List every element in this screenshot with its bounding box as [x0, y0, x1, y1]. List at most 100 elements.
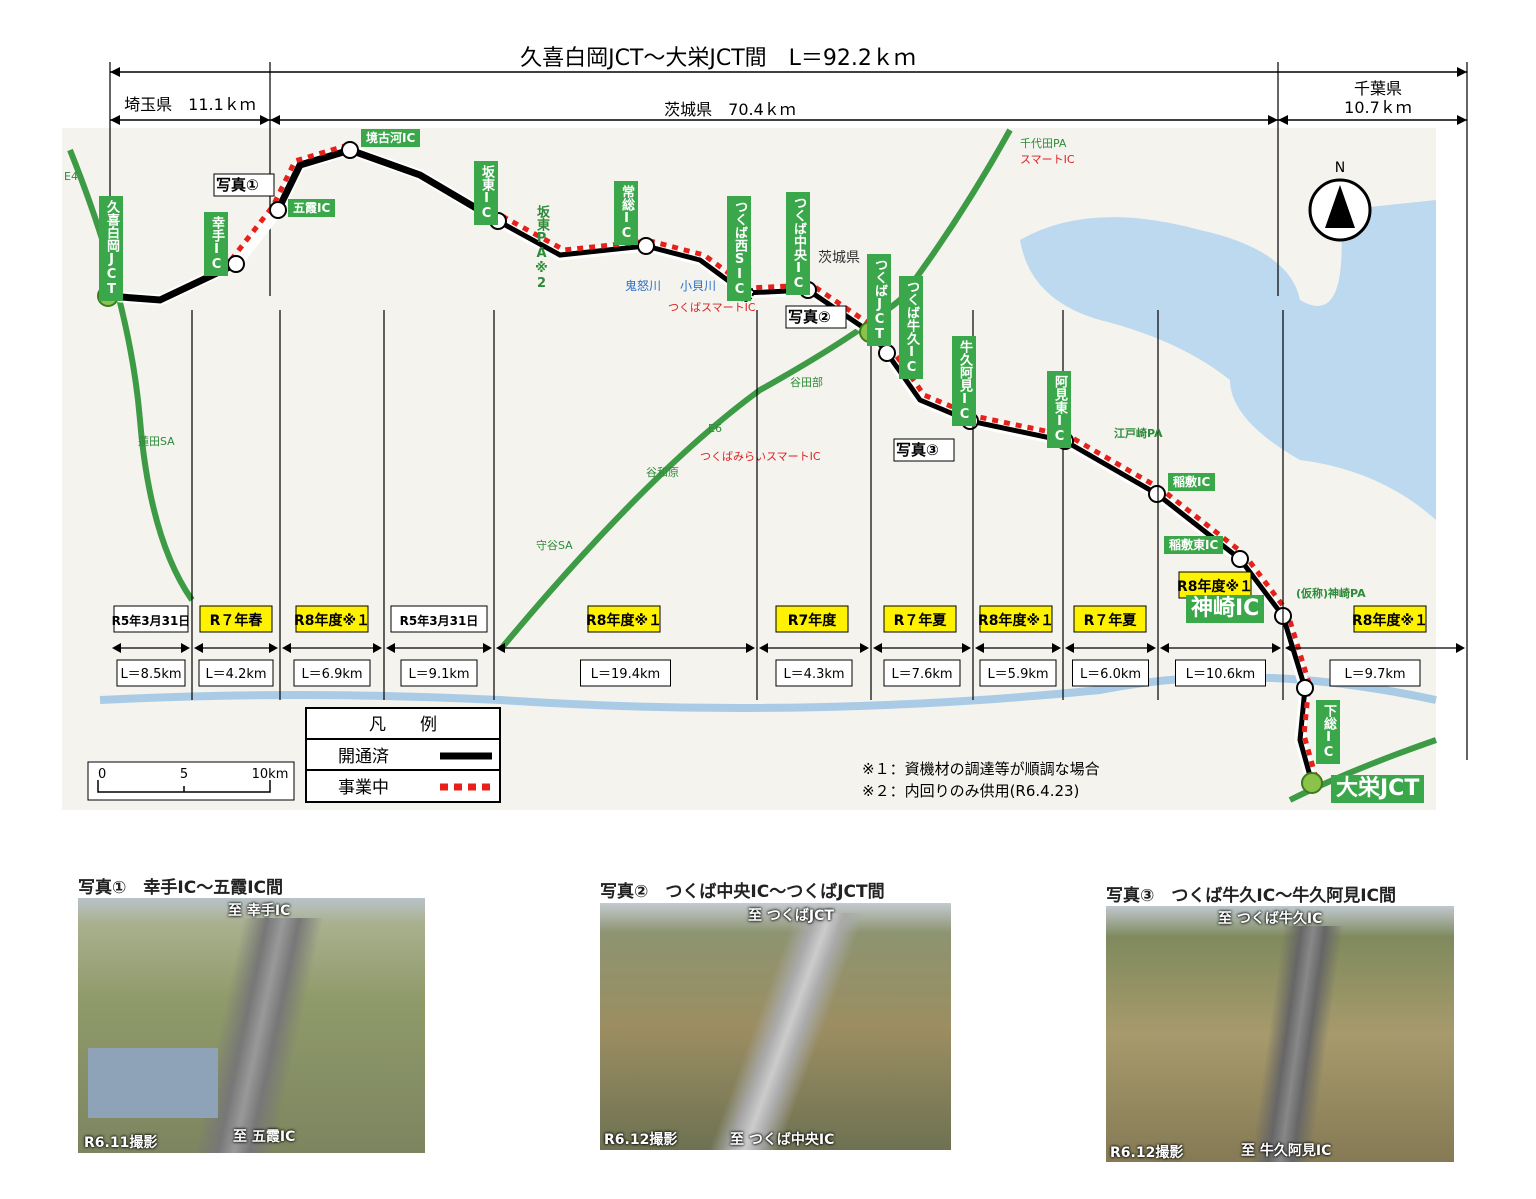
scale-bar [97, 780, 271, 793]
node-ic [1296, 679, 1314, 697]
node-ic [1231, 550, 1249, 568]
photo-2-caption: 写真② つくば中央IC～つくばJCT間 [600, 882, 885, 902]
node-ic [878, 344, 896, 362]
lake-kasumigaura [1020, 200, 1436, 520]
scale-tick: 5 [180, 767, 188, 782]
node-label-ic: 坂東IC [474, 161, 498, 225]
segment-status: R5年3月31日 [112, 613, 191, 628]
photo-2-bottom-label: 至 つくば中央IC [730, 1132, 835, 1148]
route-construction-section [500, 213, 1319, 779]
segment-status-box [390, 605, 488, 633]
segment-status-box [979, 605, 1053, 633]
segment-length: L＝5.9km [987, 667, 1048, 682]
photo-1: 至 幸手IC 至 五霞IC R6.11撮影 [78, 898, 425, 1153]
photo-1-caption: 写真① 幸手IC～五霞IC間 [78, 878, 283, 898]
expressway-higashikanto [1288, 737, 1437, 803]
highway-image [704, 913, 866, 1150]
segment-status-box [1353, 605, 1427, 633]
photo-marker-3: 写真③ [896, 441, 939, 459]
node-label-jct: 久喜白岡JCT [99, 196, 123, 301]
scale-tick: 10km [252, 767, 289, 782]
segment-length-box [1329, 659, 1421, 687]
segment-status-box [199, 605, 273, 633]
segment-status-box [295, 605, 369, 633]
segment-length-box [116, 659, 186, 687]
segment-status: R8年度※１ [1352, 612, 1428, 629]
node-ic [637, 237, 655, 255]
photo-3: 至 つくば牛久IC 至 牛久阿見IC R6.12撮影 [1106, 906, 1454, 1162]
node-ic [1148, 485, 1166, 503]
map-label: 谷和原 [646, 466, 679, 479]
photo-marker-box [785, 305, 847, 329]
photo-2: 至 つくばJCT 至 つくば中央IC R6.12撮影 [600, 903, 951, 1150]
segment-length: L＝6.0km [1080, 667, 1141, 682]
map-label: つくばスマートIC [668, 301, 756, 314]
segment-length: L＝7.6km [891, 667, 952, 682]
segment-status: R7年度 [788, 612, 838, 629]
node-label-ic: 五霞IC [288, 199, 336, 217]
segment-length-box [198, 659, 274, 687]
segment-status: R8年度※１ [294, 612, 370, 629]
segment-length-box [580, 659, 671, 687]
map-label: E6 [708, 422, 722, 435]
photo-marker-box [213, 173, 275, 197]
photo-marker-box [893, 438, 955, 462]
node-label-sic: つくば西SIC [727, 196, 751, 301]
photo-1-bottom-label: 至 五霞IC [233, 1129, 296, 1145]
scale-tick: 0 [98, 767, 106, 782]
segment-length: L＝9.7km [1344, 667, 1405, 682]
map-label: つくばみらいスマートIC [700, 450, 821, 463]
segment-length: L＝6.9km [301, 667, 362, 682]
segment-length: L＝9.1km [408, 667, 469, 682]
node-label-ic: 神崎IC [1186, 595, 1265, 623]
map-label: 茨城県 [818, 250, 860, 266]
prefecture-label: 埼玉県 11.1ｋｍ [124, 95, 256, 114]
segment-length-box [979, 659, 1057, 687]
node-label-ic: 下総IC [1316, 700, 1340, 764]
photo-marker-2: 写真② [788, 308, 831, 326]
segment-length-box [293, 659, 371, 687]
segment-status: R７年夏 [1084, 612, 1138, 629]
segment-length-box [883, 659, 961, 687]
route-construction-section [229, 143, 346, 262]
legend-label: 事業中 [338, 778, 389, 798]
node-label-jct: つくばJCT [867, 254, 891, 346]
node-label-ic: つくば中央IC [786, 192, 810, 295]
segment-arrow-heads [975, 643, 1061, 653]
north-arrow-icon [1325, 185, 1355, 228]
photo-3-top-label: 至 つくば牛久IC [1218, 911, 1323, 927]
node-label-ic: 境古河IC [361, 129, 421, 147]
segment-length: L＝19.4km [591, 667, 660, 682]
footnote: ※１：資機材の調達等が順調な場合 [862, 760, 1100, 778]
legend-title: 凡 例 [369, 715, 437, 735]
prefecture-label: 千葉県 [1354, 79, 1402, 98]
segment-arrow-heads [194, 643, 278, 653]
node-jct [1301, 772, 1323, 794]
node-label-ic: 幸手IC [204, 212, 228, 276]
node-label-ic: 稲敷東IC [1164, 536, 1224, 554]
legend-label: 開通済 [338, 747, 389, 767]
photo-3-caption: 写真③ つくば牛久IC～牛久阿見IC間 [1106, 886, 1396, 906]
segment-length: L＝8.5km [120, 667, 181, 682]
segment-status: R７年夏 [894, 612, 948, 629]
segment-status-box [587, 605, 661, 633]
segment-status-box [1073, 605, 1147, 633]
photo-3-date: R6.12撮影 [1110, 1145, 1184, 1161]
node-label-ic: 常総IC [614, 181, 638, 245]
highway-image [1248, 926, 1344, 1162]
scale-box [87, 761, 295, 801]
segment-status: R8年度※１ [586, 612, 662, 629]
photo-2-top-label: 至 つくばJCT [748, 908, 834, 924]
segment-status-box [1178, 571, 1252, 599]
page-title: 久喜白岡JCT～大栄JCT間 L＝92.2ｋｍ [520, 46, 916, 71]
segment-length: L＝4.2km [205, 667, 266, 682]
segment-status-box [113, 605, 189, 633]
segment-length: L＝4.3km [783, 667, 844, 682]
north-label: N [1335, 160, 1345, 176]
segment-status: R７年春 [210, 612, 264, 629]
photo-marker-1: 写真① [216, 176, 259, 194]
node-label-pa: 坂東PA※2 [534, 205, 549, 291]
map-label: 谷田部 [790, 375, 823, 389]
route-open-section [107, 260, 238, 304]
